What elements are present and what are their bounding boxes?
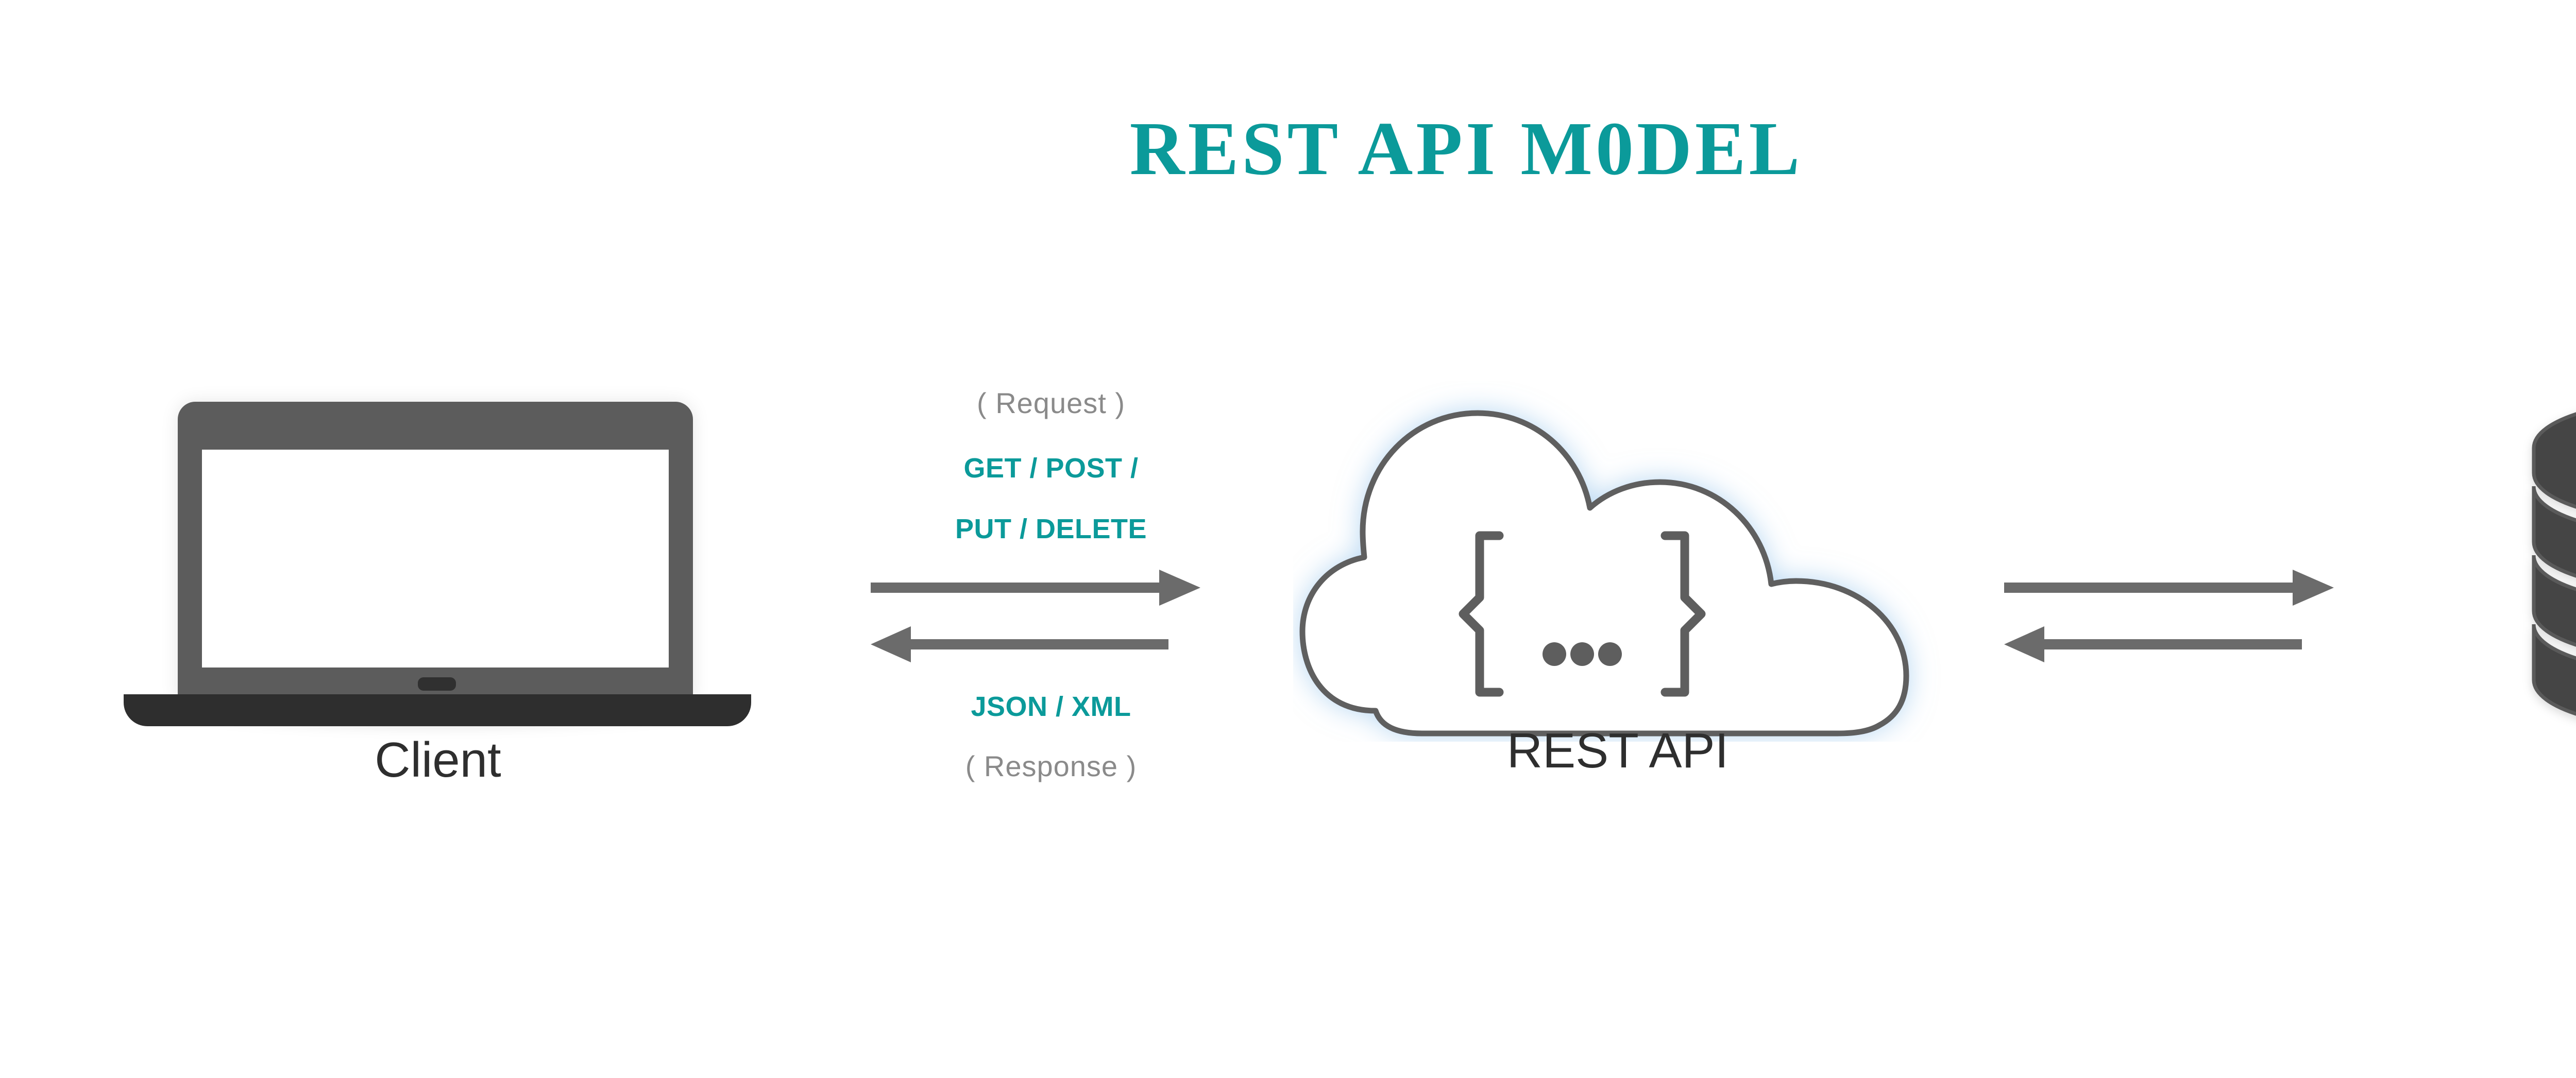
cloud-shape — [1299, 410, 1909, 737]
node-rest-api: REST API — [1257, 381, 1978, 778]
node-database: Database — [2463, 391, 2576, 773]
database-cylinder-icon — [2514, 391, 2576, 731]
edge-label-request: ( Request ) — [977, 387, 1125, 419]
database-disc — [2532, 486, 2576, 578]
laptop-trackpad-notch-icon — [418, 677, 456, 691]
edge-label-methods-line-2: PUT / DELETE — [955, 514, 1147, 544]
arrow-left-icon — [871, 626, 1168, 662]
edge-label-format: JSON / XML — [971, 691, 1131, 722]
arrow-left-icon — [2004, 626, 2302, 662]
database-disc-top — [2532, 412, 2576, 509]
arrows-api-to-database — [2004, 561, 2365, 675]
node-label-client: Client — [375, 732, 501, 788]
database-stack — [2532, 412, 2576, 716]
page-title: REST API M0DEL — [1129, 107, 1803, 191]
arrow-right-icon — [2004, 570, 2334, 606]
laptop-screen — [202, 450, 669, 668]
arrows-client-to-api — [871, 561, 1231, 675]
ellipsis-dot-icon — [1570, 642, 1594, 666]
database-disc — [2532, 624, 2576, 716]
cloud-icon — [1293, 381, 1942, 742]
node-label-database: Database — [2463, 726, 2576, 776]
laptop-base — [124, 694, 751, 726]
ellipsis-dot-icon — [1543, 642, 1566, 666]
arrow-right-icon — [871, 570, 1200, 606]
right-brace-icon — [1660, 531, 1706, 697]
node-label-rest-api: REST API — [1506, 723, 1729, 778]
edge-label-response: ( Response ) — [965, 750, 1137, 782]
edge-label-methods-line-1: GET / POST / — [963, 453, 1139, 484]
laptop-icon — [178, 402, 693, 703]
ellipsis-dot-icon — [1598, 642, 1622, 666]
left-brace-icon — [1459, 531, 1504, 697]
database-disc — [2532, 555, 2576, 647]
node-client: Client — [124, 402, 752, 785]
